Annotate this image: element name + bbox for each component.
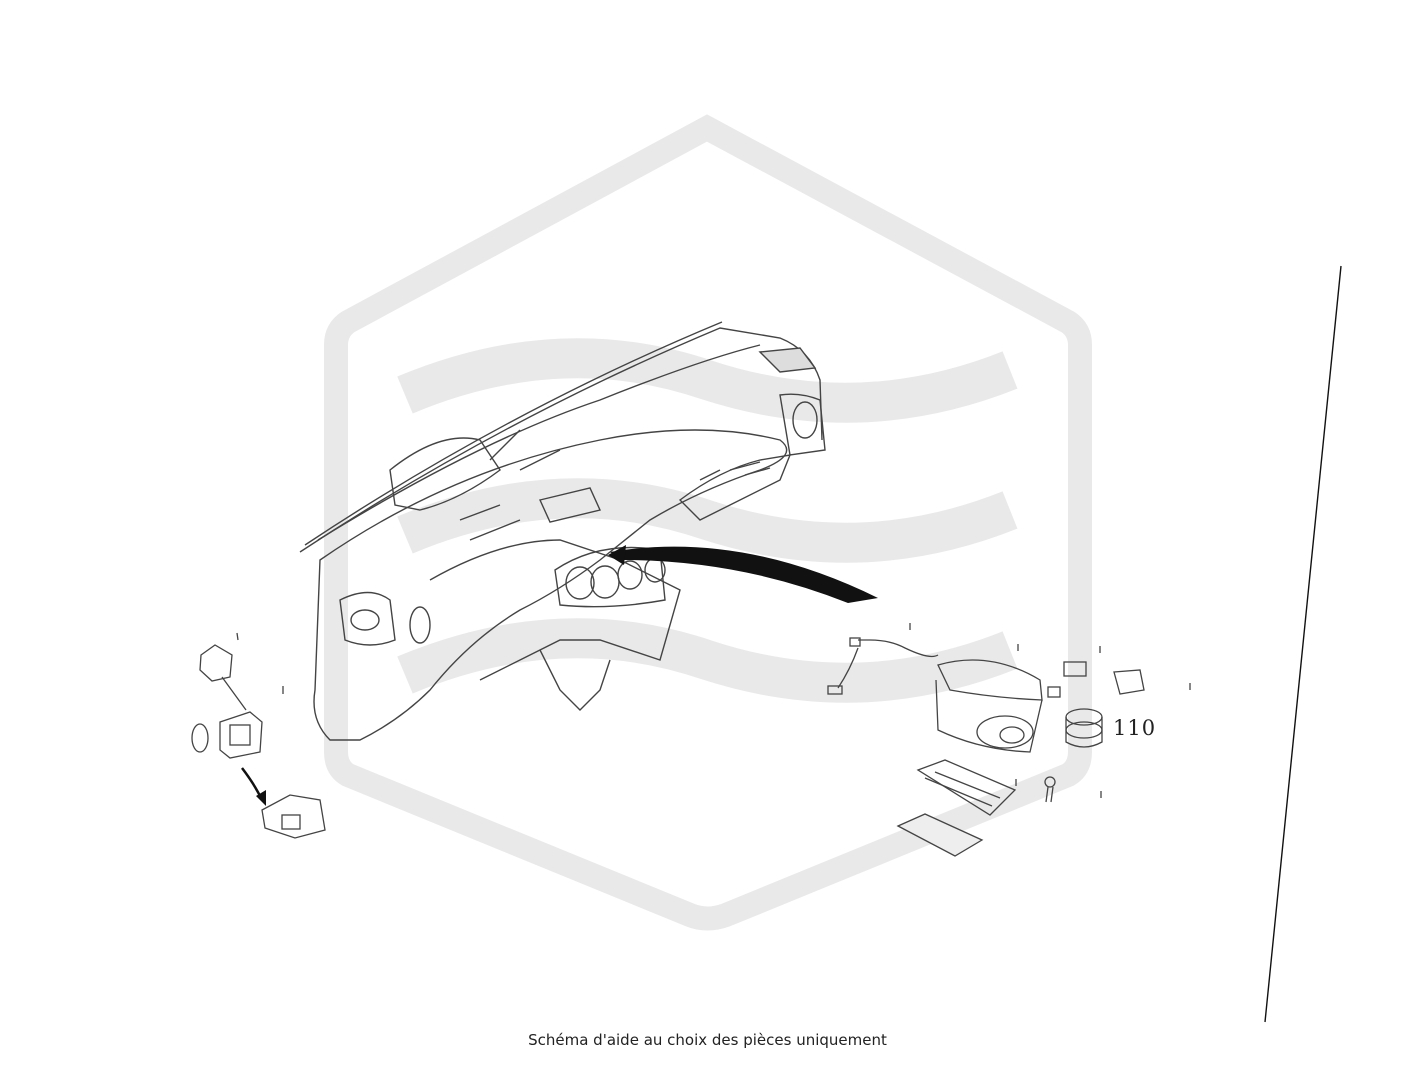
right-module-parts bbox=[827, 637, 1145, 857]
frame-border-line bbox=[1264, 265, 1342, 1023]
part-callout-110[interactable]: 110 bbox=[1113, 716, 1157, 740]
pointer-arrow-icon bbox=[608, 545, 878, 603]
left-switch-parts bbox=[191, 644, 326, 839]
watermark-logo-icon bbox=[324, 114, 1092, 931]
dashboard-assembly-drawing bbox=[299, 321, 826, 741]
leader-ticks bbox=[236, 623, 1191, 798]
small-arrow-icon bbox=[241, 767, 266, 806]
diagram-caption: Schéma d'aide au choix des pièces unique… bbox=[528, 1031, 887, 1049]
